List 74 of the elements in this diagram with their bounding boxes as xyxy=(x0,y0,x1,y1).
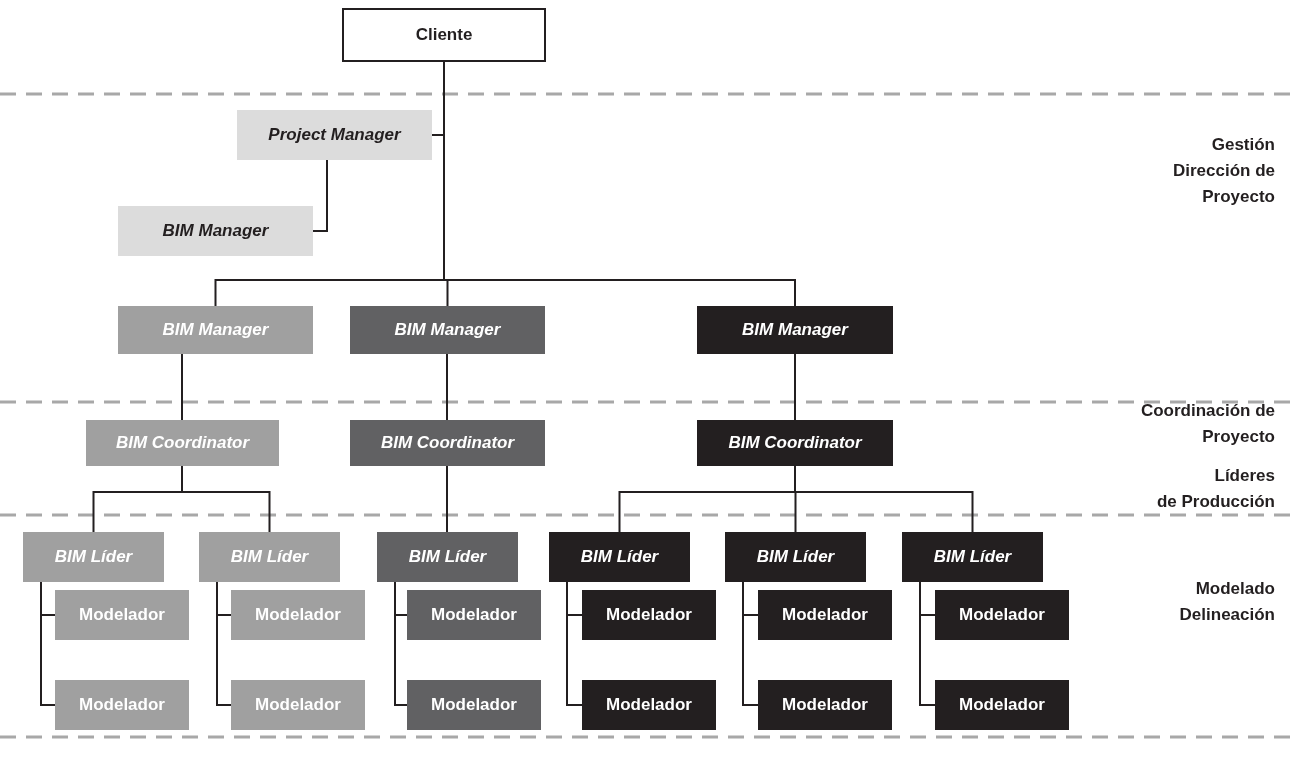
level-label: Líderes xyxy=(1213,465,1275,487)
role-title: Modelador xyxy=(959,695,1045,715)
role-box xyxy=(118,206,313,256)
role-title: Project Manager xyxy=(268,125,401,145)
role-box xyxy=(935,590,1069,640)
role-box xyxy=(23,532,164,582)
role-title: BIM Líder xyxy=(756,547,835,567)
level-label: Modelado xyxy=(1194,578,1275,600)
role-title: BIM Manager xyxy=(394,320,501,340)
role-title: BIM Coordinator xyxy=(380,433,515,453)
role-box xyxy=(902,532,1043,582)
role-box xyxy=(55,680,189,730)
role-box xyxy=(725,532,866,582)
role-box xyxy=(377,532,518,582)
role-title: BIM Manager xyxy=(162,221,269,241)
role-title: BIM Líder xyxy=(230,547,309,567)
connector-line xyxy=(394,581,408,706)
role-box xyxy=(350,420,545,466)
connector-line xyxy=(794,465,974,533)
role-title: Modelador xyxy=(255,695,341,715)
role-box xyxy=(342,8,546,62)
role-title: BIM Manager xyxy=(162,320,269,340)
connector-line xyxy=(794,353,796,421)
role-box xyxy=(231,680,365,730)
role-box xyxy=(237,110,432,160)
role-box xyxy=(407,680,541,730)
connector-line xyxy=(742,581,759,706)
role-title: Modelador xyxy=(606,605,692,625)
role-box xyxy=(407,590,541,640)
role-title: BIM Líder xyxy=(408,547,487,567)
role-title: BIM Coordinator xyxy=(728,433,862,453)
role-box xyxy=(582,680,716,730)
level-label: de Producción xyxy=(1155,491,1275,513)
connector-line xyxy=(446,353,448,421)
role-title: Modelador xyxy=(959,605,1045,625)
role-box xyxy=(697,306,893,354)
role-box xyxy=(350,306,545,354)
connector-line xyxy=(181,353,183,421)
role-box xyxy=(86,420,279,466)
role-box xyxy=(55,590,189,640)
role-title: Modelador xyxy=(431,605,517,625)
role-box xyxy=(231,590,365,640)
connector-line xyxy=(446,465,448,533)
role-box xyxy=(582,590,716,640)
role-box xyxy=(758,590,892,640)
role-title: Modelador xyxy=(431,695,517,715)
role-title: Modelador xyxy=(79,605,165,625)
level-label: Coordinación de Proyecto xyxy=(1139,400,1275,448)
role-title: BIM Líder xyxy=(54,547,133,567)
level-label: Dirección de Proyecto xyxy=(1171,160,1275,208)
role-box xyxy=(199,532,340,582)
level-label: Delineación xyxy=(1178,604,1275,626)
role-box xyxy=(935,680,1069,730)
level-label: Gestión xyxy=(1210,134,1275,156)
role-box xyxy=(758,680,892,730)
connector-line xyxy=(216,581,232,706)
role-title: Modelador xyxy=(782,695,868,715)
role-title: Modelador xyxy=(79,695,165,715)
role-title: Modelador xyxy=(606,695,692,715)
connector-line xyxy=(181,465,271,533)
connector-line xyxy=(919,581,936,706)
role-box xyxy=(549,532,690,582)
role-title: BIM Manager xyxy=(742,320,848,340)
connector-line xyxy=(312,159,328,232)
connector-line xyxy=(40,581,56,706)
role-title: Modelador xyxy=(782,605,868,625)
connector-line xyxy=(566,581,583,706)
role-title: BIM Líder xyxy=(580,547,659,567)
role-title: BIM Coordinator xyxy=(115,433,250,453)
role-box xyxy=(697,420,893,466)
role-title: Modelador xyxy=(255,605,341,625)
role-box xyxy=(118,306,313,354)
role-title: Cliente xyxy=(415,25,473,45)
role-title: BIM Líder xyxy=(933,547,1012,567)
